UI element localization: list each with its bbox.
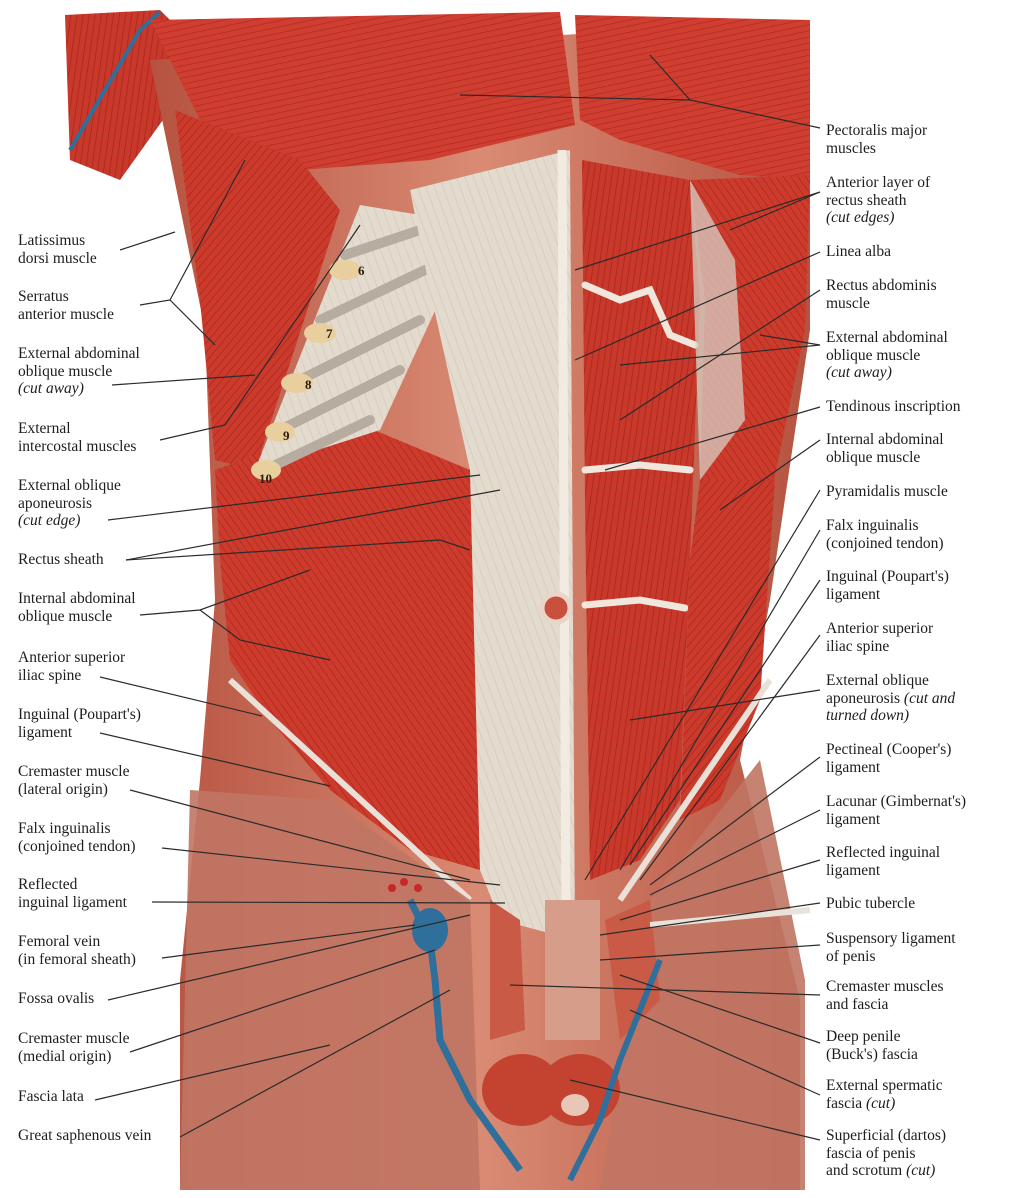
rib-number-7: 7 xyxy=(326,326,333,341)
label-rectus-sheath: Rectus sheath xyxy=(18,551,104,568)
label-external-oblique-aponeurosis-turned: External oblique aponeurosis (cut and tu… xyxy=(826,672,956,724)
thigh-left xyxy=(180,790,480,1190)
rib-number-6: 6 xyxy=(358,263,365,278)
internal-oblique-right xyxy=(680,480,775,820)
label-inguinal-ligament-right: Inguinal (Poupart's)ligament xyxy=(826,568,949,603)
label-pectineal-ligament: Pectineal (Cooper's)ligament xyxy=(826,741,952,776)
arm-vein xyxy=(68,10,162,152)
aponeurosis-right-edge xyxy=(690,180,745,480)
rectus-abdominis-right xyxy=(582,160,700,880)
label-great-saphenous-vein: Great saphenous vein xyxy=(18,1127,152,1144)
label-falx-inguinalis-left: Falx inguinalis(conjoined tendon) xyxy=(18,820,136,855)
rib-number-9: 9 xyxy=(283,428,290,443)
internal-oblique-left xyxy=(215,420,480,870)
tendinous-inscription-1 xyxy=(581,281,699,349)
pectoralis-right xyxy=(575,15,810,180)
label-pyramidalis: Pyramidalis muscle xyxy=(826,483,948,500)
leader-lines-right xyxy=(459,54,821,1141)
label-deep-penile-fascia: Deep penile(Buck's) fascia xyxy=(826,1028,918,1063)
label-fossa-ovalis: Fossa ovalis xyxy=(18,990,95,1007)
label-cremaster-lateral: Cremaster muscle(lateral origin) xyxy=(18,763,130,798)
label-pubic-tubercle: Pubic tubercle xyxy=(826,895,916,912)
pectoralis-left xyxy=(150,12,575,170)
thigh-right xyxy=(600,760,805,1190)
label-femoral-vein: Femoral vein(in femoral sheath) xyxy=(18,933,136,968)
rib-number-8: 8 xyxy=(305,377,312,392)
label-inguinal-ligament-left: Inguinal (Poupart's)ligament xyxy=(18,706,141,741)
rib-cage-left xyxy=(255,205,440,470)
spermatic-cord-left xyxy=(490,900,525,1040)
penis-shaft xyxy=(545,900,600,1040)
serratus-left xyxy=(175,110,340,470)
label-cremaster-medial: Cremaster muscle(medial origin) xyxy=(18,1030,130,1065)
scrotum-left xyxy=(482,1054,562,1126)
label-superficial-dartos-fascia: Superficial (dartos)fascia of penis and … xyxy=(826,1127,947,1179)
label-linea-alba: Linea alba xyxy=(826,243,891,260)
label-falx-inguinalis-right: Falx inguinalis(conjoined tendon) xyxy=(826,517,944,552)
spermatic-cord-right xyxy=(605,900,660,1040)
leader-lines-left xyxy=(94,159,506,1138)
label-tendinous-inscription: Tendinous inscription xyxy=(826,398,961,415)
rectus-sheath-fascia xyxy=(410,150,575,940)
rib-number-10: 10 xyxy=(259,471,272,486)
label-external-spermatic-fascia: External spermatic fascia (cut) xyxy=(826,1077,943,1112)
label-lacunar-ligament: Lacunar (Gimbernat's)ligament xyxy=(826,793,967,828)
umbilicus xyxy=(539,591,573,625)
scrotum-right xyxy=(540,1054,620,1126)
label-fascia-lata: Fascia lata xyxy=(18,1088,84,1105)
linea-alba xyxy=(557,149,571,931)
probe xyxy=(649,907,811,928)
great-saphenous-vein-right xyxy=(567,958,663,1182)
